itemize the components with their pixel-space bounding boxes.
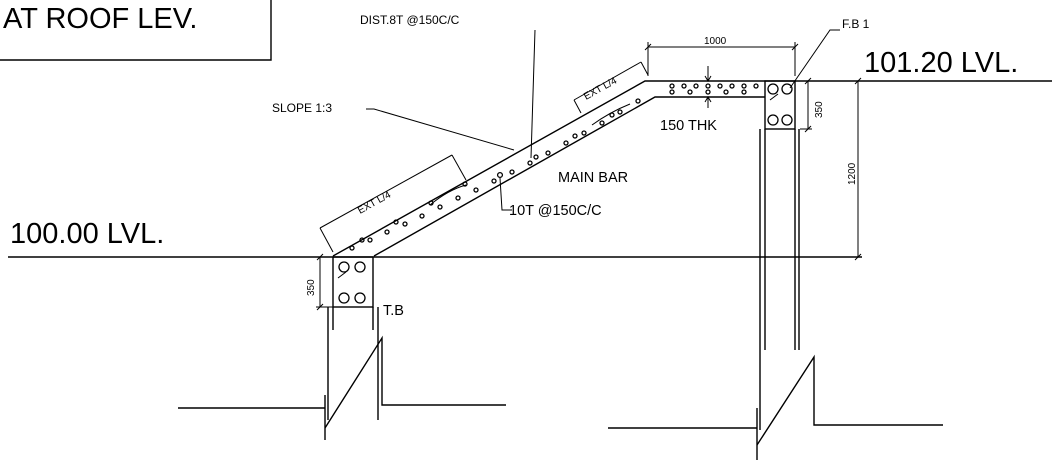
main-bar-spec-label: 10T @150C/C [509, 203, 602, 219]
dim-top-width: 1000 [644, 36, 799, 76]
title-box: AT ROOF LEV. [0, 0, 272, 61]
slope-callout: SLOPE 1:3 [272, 101, 515, 151]
dim-thickness: 150 THK [660, 66, 717, 134]
dim-tb-depth-text: 350 [306, 279, 317, 296]
floor-beam-fb1 [759, 80, 800, 430]
thickness-label: 150 THK [660, 118, 717, 134]
break-line-right [608, 354, 943, 460]
dim-fb-depth-text: 350 [814, 101, 825, 118]
level-bottom-label: 100.00 LVL. [10, 218, 164, 250]
main-reinforcement-bars [349, 83, 759, 251]
slope-label: SLOPE 1:3 [272, 101, 332, 115]
ext-lower-dim: EXT L/4 [319, 154, 467, 253]
tie-beam-tb [327, 256, 379, 420]
dim-fb-depth: 350 [800, 77, 825, 133]
sloped-slab [332, 80, 795, 257]
dim-top-width-text: 1000 [704, 36, 727, 47]
ext-lower-label: EXT L/4 [356, 189, 393, 216]
dim-rise-text: 1200 [847, 162, 858, 185]
dist-bar-callout: DIST.8T @150C/C [360, 13, 536, 159]
main-bar-label: MAIN BAR [558, 170, 628, 186]
ext-upper-dim: EXT L/4 [573, 61, 649, 114]
dim-tb-depth: 350 [306, 253, 333, 311]
dim-rise: 1200 [847, 77, 862, 261]
title-text: AT ROOF LEV. [3, 3, 197, 35]
level-top-label: 101.20 LVL. [864, 47, 1018, 79]
tb-label: T.B [383, 303, 404, 319]
break-line-left [178, 335, 506, 440]
dist-bar-label: DIST.8T @150C/C [360, 13, 460, 27]
main-bar-callout: MAIN BAR 10T @150C/C [499, 170, 628, 219]
fb-label: F.B 1 [842, 17, 870, 31]
fb-callout: F.B 1 [789, 17, 870, 89]
